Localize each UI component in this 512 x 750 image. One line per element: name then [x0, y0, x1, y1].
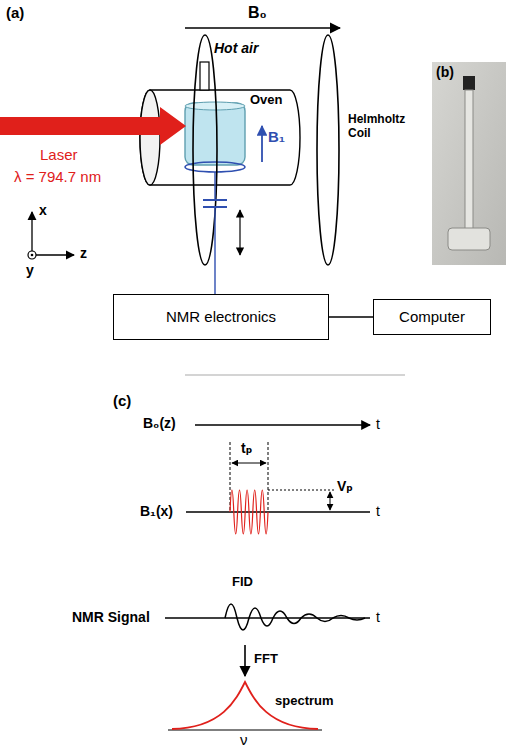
cell-bulb: [448, 228, 490, 250]
wire: [214, 172, 215, 200]
axis-arrow: [32, 254, 74, 255]
box-text: Computer: [399, 308, 465, 326]
oven-window: [140, 90, 160, 185]
axis-label: t: [376, 503, 380, 519]
field-label: B₁: [268, 128, 285, 145]
panel-label: (b): [436, 64, 454, 80]
amplitude-arrow: [330, 492, 331, 510]
axis-label: x: [39, 202, 47, 218]
cell-cap: [463, 76, 475, 90]
capacitor-symbol: [203, 199, 227, 201]
signal-name: B₁(x): [140, 503, 173, 519]
axis-label: t: [376, 416, 380, 432]
spectrum-label: spectrum: [275, 694, 334, 709]
duration-arrow: [232, 463, 266, 464]
fid-wave: [225, 604, 365, 630]
dashed-marker: [268, 442, 269, 512]
time-axis: [165, 617, 370, 618]
time-axis: [186, 511, 370, 512]
part-label: Helmholtz Coil: [348, 113, 414, 141]
helmholtz-coil: [193, 35, 217, 265]
rf-pulse: [230, 490, 268, 534]
process-box: Computer: [373, 299, 491, 335]
air-tube: [200, 62, 209, 90]
process-box: NMR electronics: [113, 294, 329, 340]
photo: [432, 62, 506, 265]
cell-stem: [465, 90, 473, 230]
operation-label: FFT: [254, 652, 278, 667]
pickup-coil: [185, 162, 245, 172]
time-axis: [195, 424, 370, 425]
part-label: Hot air: [214, 40, 258, 56]
signal-label: FID: [232, 575, 253, 590]
fft-arrow: [244, 645, 246, 676]
axis-label: ν: [240, 731, 248, 748]
axis-label: z: [80, 245, 87, 261]
field-arrow: [261, 126, 263, 162]
field-label: B₀: [248, 4, 267, 22]
panel-label: (a): [6, 4, 24, 21]
panel-label: (c): [113, 392, 131, 409]
frequency-axis: [168, 729, 322, 730]
box-text: NMR electronics: [166, 308, 276, 326]
separator: [185, 374, 405, 375]
field-arrow: [185, 27, 340, 29]
part-label: Oven: [250, 93, 283, 108]
connector-line: [329, 316, 373, 317]
axis-out: [31, 254, 34, 257]
signal-name: B₀(z): [143, 415, 176, 431]
wire: [214, 207, 215, 294]
wavelength-label: λ = 794.7 nm: [14, 168, 101, 185]
laser-beam: [0, 107, 186, 145]
amplitude-label: Vₚ: [337, 478, 353, 494]
dashed-marker: [268, 490, 334, 491]
axis-arrow: [31, 212, 32, 255]
helmholtz-coil: [317, 35, 339, 265]
laser-label: Laser: [40, 146, 78, 163]
signal-name: NMR Signal: [72, 609, 150, 625]
axis-label: t: [376, 609, 380, 625]
axis-label: y: [26, 262, 34, 278]
axis-out: [28, 251, 36, 259]
motion-arrow: [239, 210, 240, 255]
duration-label: tₚ: [241, 440, 252, 456]
